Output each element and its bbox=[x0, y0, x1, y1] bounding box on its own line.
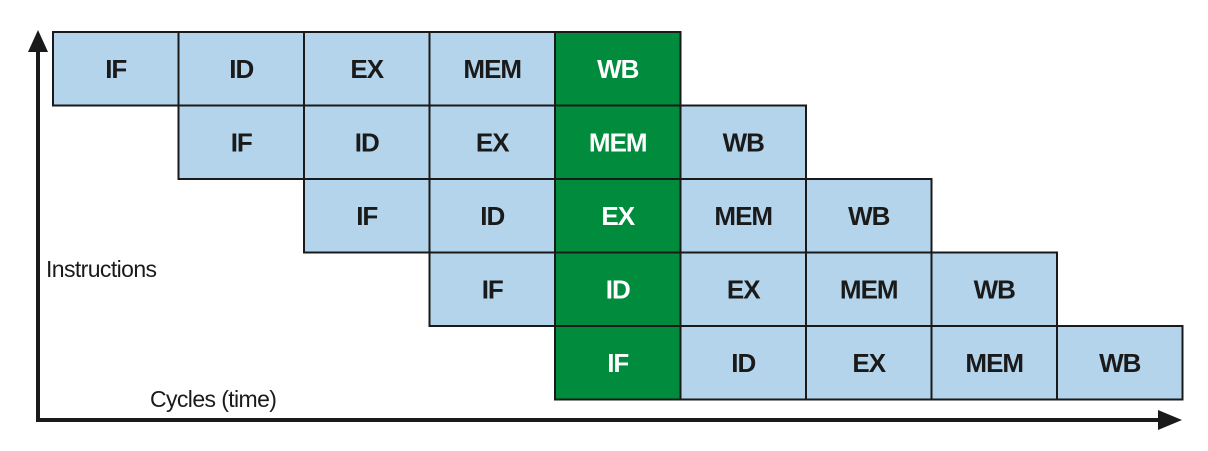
stage-label-if: IF bbox=[356, 201, 377, 231]
stage-cell-wb bbox=[1056, 325, 1184, 401]
stage-label-ex: EX bbox=[601, 201, 635, 231]
stage-cell-if bbox=[177, 104, 305, 180]
stage-cell-id bbox=[177, 31, 305, 107]
stage-label-wb: WB bbox=[597, 54, 639, 84]
stage-label-if: IF bbox=[105, 54, 126, 84]
stage-cell-ex bbox=[303, 31, 431, 107]
stage-cell-mem bbox=[805, 251, 933, 327]
y-axis-arrowhead bbox=[28, 30, 48, 52]
stage-cell-wb bbox=[679, 104, 807, 180]
x-axis-arrowhead bbox=[1158, 410, 1182, 430]
pipeline-cells: IF ID EX MEM WB IF ID EX MEM WB IF ID EX MEM WB IF ID EX M… bbox=[52, 31, 1184, 401]
stage-label-mem: MEM bbox=[714, 201, 772, 231]
stage-cell-ex bbox=[679, 251, 807, 327]
stage-cell-ex bbox=[805, 325, 933, 401]
stage-label-mem: MEM bbox=[965, 348, 1023, 378]
stage-label-wb: WB bbox=[974, 274, 1016, 304]
stage-cell-if bbox=[428, 251, 556, 327]
stage-label-ex: EX bbox=[476, 127, 510, 157]
stage-label-ex: EX bbox=[852, 348, 886, 378]
stage-cell-ex bbox=[428, 104, 556, 180]
stage-label-mem: MEM bbox=[840, 274, 898, 304]
stage-cell-mem bbox=[679, 178, 807, 254]
stage-label-wb: WB bbox=[1099, 348, 1141, 378]
x-axis-label: Cycles (time) bbox=[150, 386, 276, 412]
stage-label-mem: MEM bbox=[589, 127, 647, 157]
stage-label-id: ID bbox=[480, 201, 504, 231]
stage-label-id: ID bbox=[355, 127, 379, 157]
y-axis-label: Instructions bbox=[46, 256, 157, 282]
stage-label-mem: MEM bbox=[463, 54, 521, 84]
stage-cell-if bbox=[52, 31, 180, 107]
stage-label-wb: WB bbox=[723, 127, 765, 157]
stage-cell-wb bbox=[930, 251, 1058, 327]
stage-cell-id bbox=[679, 325, 807, 401]
stage-label-id: ID bbox=[606, 274, 630, 304]
stage-label-if: IF bbox=[231, 127, 252, 157]
stage-label-id: ID bbox=[731, 348, 755, 378]
stage-label-id: ID bbox=[229, 54, 253, 84]
stage-cell-if-highlighted bbox=[554, 325, 682, 401]
stage-cell-id-highlighted bbox=[554, 251, 682, 327]
stage-cell-id bbox=[428, 178, 556, 254]
stage-label-wb: WB bbox=[848, 201, 890, 231]
stage-label-if: IF bbox=[607, 348, 628, 378]
stage-label-ex: EX bbox=[727, 274, 761, 304]
stage-label-ex: EX bbox=[350, 54, 384, 84]
stage-label-if: IF bbox=[482, 274, 503, 304]
